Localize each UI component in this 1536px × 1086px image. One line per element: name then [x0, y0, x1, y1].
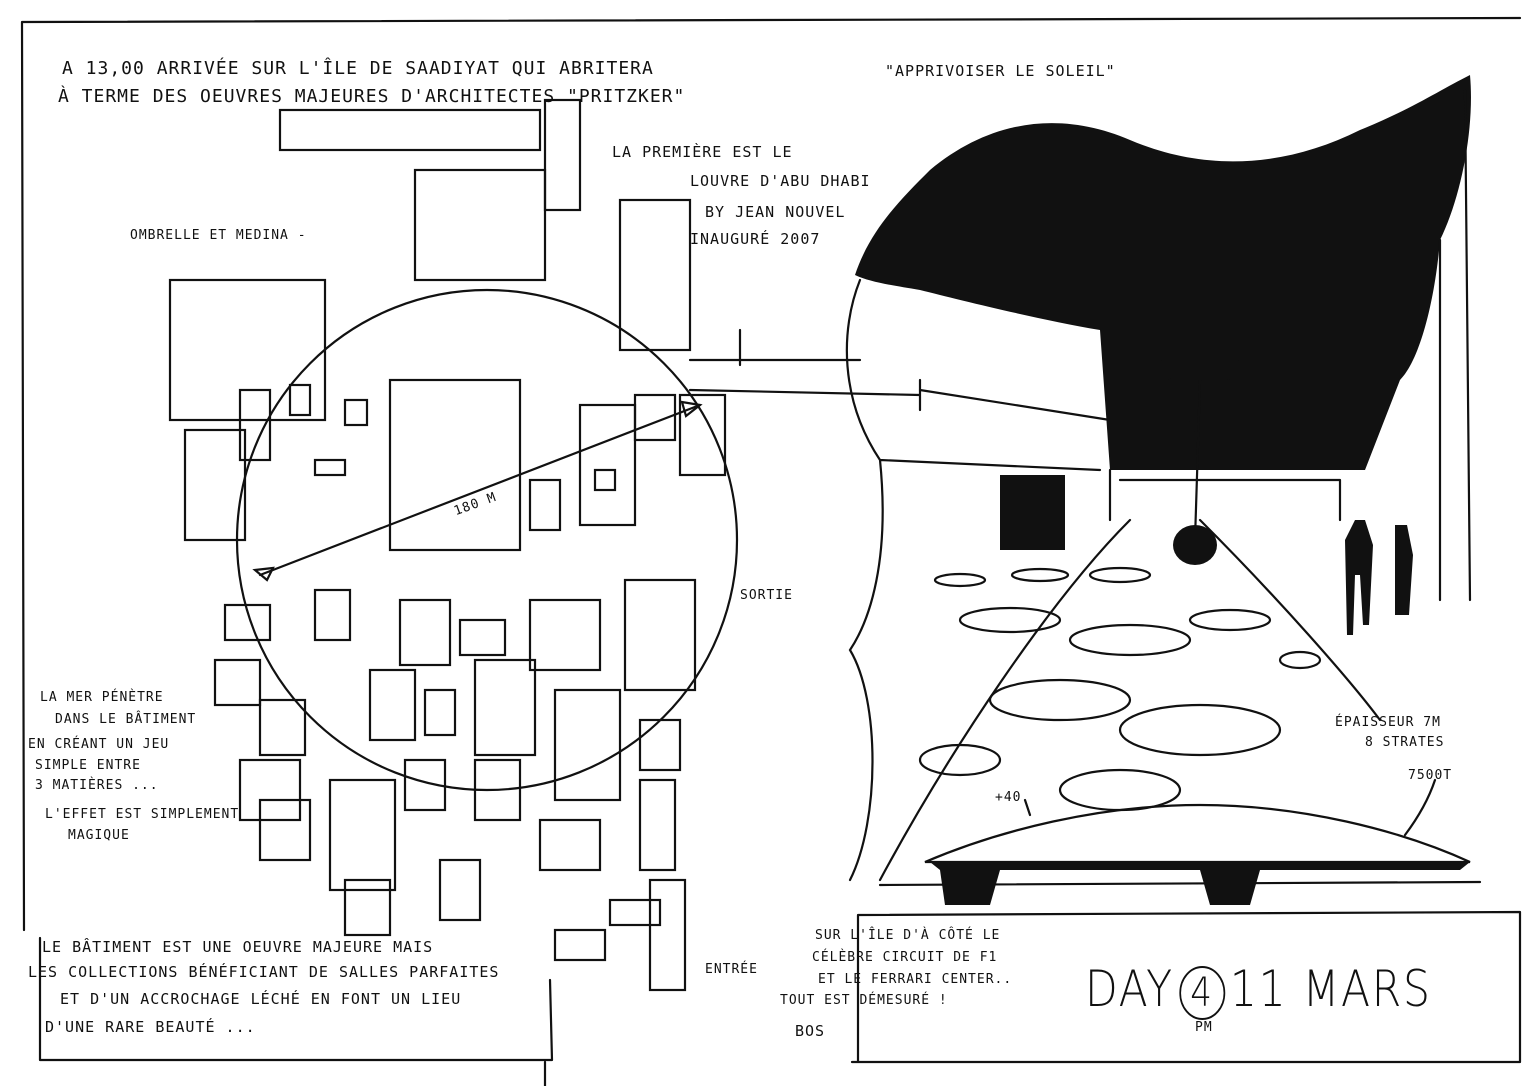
note-line: Tout est démesuré !: [780, 993, 948, 1008]
plan-block: [223, 603, 272, 642]
plan-block: [543, 98, 582, 212]
plan-block: [258, 698, 307, 757]
plan-block: [413, 168, 547, 282]
plan-block: [258, 798, 312, 862]
header-line-1: A 13,00 arrivée sur l'île de Saadiyat qu…: [62, 58, 654, 79]
plan-block: [633, 393, 677, 442]
plan-block: [328, 778, 397, 892]
date-text: 11 MARS: [1229, 960, 1432, 1018]
note-line: et d'un accrochage léché en font un lieu: [60, 990, 462, 1008]
people-figures: [1345, 520, 1413, 635]
plan-block: [618, 198, 692, 352]
plan-block: [538, 818, 602, 872]
plan-block: [423, 688, 457, 737]
plan-block: [213, 658, 262, 707]
plan-block: [638, 718, 682, 772]
note-line: magique: [68, 828, 130, 843]
plan-block: [553, 688, 622, 802]
note-line: L'effet est simplement: [45, 807, 240, 822]
plan-block: [678, 393, 727, 477]
plan-block: [313, 588, 352, 642]
louvre-note-4: inauguré 2007: [690, 230, 821, 248]
note-line: en créant un jeu: [28, 737, 170, 752]
plan-block: [528, 598, 602, 672]
height-mark: +40: [995, 790, 1022, 805]
plan-block: [238, 758, 302, 822]
note-line: d'une rare beauté ...: [45, 1018, 256, 1036]
plan-block: [438, 858, 482, 922]
plan-block: [368, 668, 417, 742]
exit-label: Sortie: [740, 588, 793, 603]
note-line: les collections bénéficiant de salles pa…: [28, 963, 500, 981]
note-line: 3 matières ...: [35, 778, 159, 793]
plan-block: [238, 388, 272, 462]
plan-block: [343, 398, 369, 427]
layers-label: 8 strates: [1365, 735, 1445, 750]
signature: Bos: [795, 1022, 826, 1040]
plan-block: [528, 478, 562, 532]
plan-block: [638, 778, 677, 872]
louvre-note-1: La première est le: [612, 143, 793, 161]
dark-doorway: [1000, 475, 1065, 550]
note-line: La mer pénètre: [40, 690, 164, 705]
header-line-2: à terme des oeuvres majeures d'architect…: [58, 86, 686, 107]
weight-label: 7500T: [1408, 768, 1453, 783]
plan-block: [473, 658, 537, 757]
plan-block: [168, 278, 327, 422]
plan-title: Ombrelle et Medina -: [130, 228, 307, 243]
plan-block: [578, 403, 637, 527]
page-frame: [20, 16, 1522, 1086]
entrance-label: Entrée: [705, 962, 758, 977]
plan-block: [183, 428, 247, 542]
note-line: et le Ferrari Center..: [818, 972, 1013, 987]
plan-block: [553, 928, 607, 962]
perspective-view: [845, 75, 1472, 882]
note-line: Le bâtiment est une oeuvre majeure mais: [42, 938, 434, 956]
plan-block: [623, 578, 697, 692]
dome-canopy: [855, 75, 1471, 470]
louvre-note-2: Louvre d'Abu Dhabi: [690, 172, 871, 190]
plan-block: [388, 378, 522, 552]
day-label: DAY: [1085, 960, 1174, 1018]
plan-block: [608, 898, 662, 927]
plan-block: [593, 468, 617, 492]
plan-block: [343, 878, 392, 937]
plan-block: [398, 598, 452, 667]
umbrella-circle: [235, 288, 739, 792]
plan-block: [473, 758, 522, 822]
note-line: Sur l'île d'à côté le: [815, 928, 1001, 943]
note-line: dans le bâtiment: [55, 712, 197, 727]
diameter-line: [258, 403, 702, 577]
quote: "Apprivoiser le soleil": [885, 62, 1116, 80]
plan-block: [278, 108, 542, 152]
plan-block: [313, 458, 347, 477]
plan-block: [288, 383, 312, 417]
plan-block: [403, 758, 447, 812]
elevation-view: [878, 778, 1482, 905]
louvre-note-3: by Jean Nouvel: [705, 203, 846, 221]
plan-block: [458, 618, 507, 657]
floor-pools: [918, 566, 1322, 812]
time-label: PM: [1195, 1020, 1213, 1035]
plan-block: [648, 878, 687, 992]
site-plan: [168, 98, 922, 992]
note-line: simple entre: [35, 758, 141, 773]
note-line: célèbre circuit de F1: [812, 950, 998, 965]
day-number-circled: 4: [1178, 966, 1225, 1020]
thickness-label: Épaisseur 7m: [1335, 715, 1441, 730]
